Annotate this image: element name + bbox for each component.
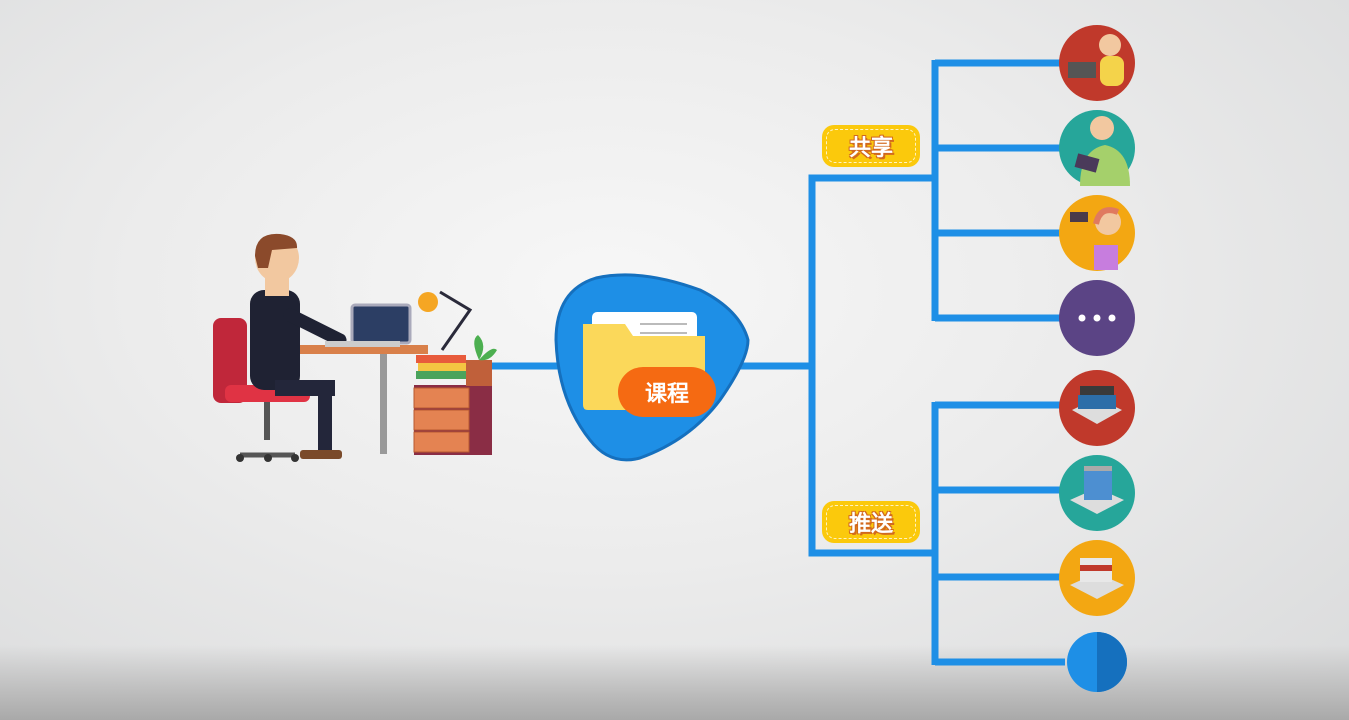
avatar-person-camera (1059, 195, 1135, 271)
connector-lines (492, 59, 1065, 666)
line-trunk (808, 174, 935, 557)
globe-icon (1067, 632, 1127, 692)
share-targets (1059, 25, 1135, 356)
share-label: 共享 (822, 125, 920, 167)
course-badge: 课程 (618, 367, 716, 417)
avatar-person-tablet (1059, 110, 1135, 186)
push-targets (1059, 370, 1135, 692)
building-shop-icon (1059, 370, 1135, 446)
person-torso (250, 290, 300, 390)
building-office-icon (1059, 455, 1135, 531)
building-store-icon (1059, 540, 1135, 616)
plant-pot (466, 360, 492, 386)
worker-at-desk-illustration (213, 233, 497, 462)
chair-back (213, 318, 247, 403)
desk-top (300, 345, 428, 354)
desk-lamp (439, 290, 473, 351)
more-button[interactable] (1059, 280, 1135, 356)
avatar-person-laptop (1059, 25, 1135, 101)
laptop (350, 303, 412, 345)
push-label: 推送 (822, 501, 920, 543)
